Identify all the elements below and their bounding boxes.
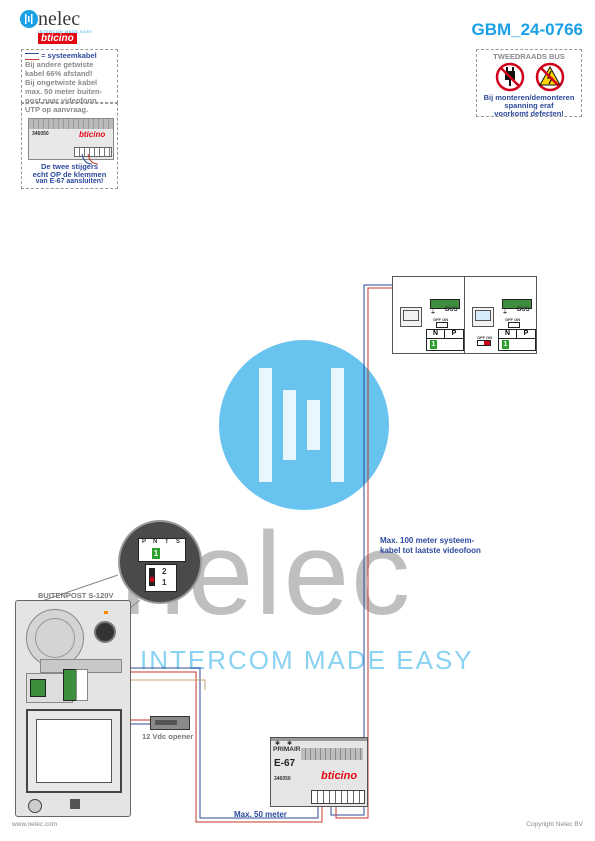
speaker-grille: [26, 609, 84, 667]
switch-1-label: 1: [162, 578, 167, 587]
no-voltage-icon: [535, 62, 565, 92]
outdoor-panel: [15, 600, 131, 817]
terminal-labels: [76, 669, 88, 701]
riser-note-line: van E-67 aansluiten!: [35, 178, 104, 185]
cable-note-line: max. 50 meter buiten-: [25, 87, 103, 96]
terminal-t: T: [165, 539, 169, 545]
terminal-block: [63, 669, 77, 701]
cable-note-title: = systeemkabel: [25, 51, 114, 60]
selected-address: 1: [152, 548, 160, 559]
module-code: 346050: [32, 131, 49, 137]
logo-name: nelec: [38, 8, 81, 30]
bottom-button[interactable]: [28, 799, 42, 813]
footer-website: www.nelec.com: [12, 821, 58, 828]
monitor-unit: BUS ⏚ OFF ON N P 1: [392, 276, 466, 354]
led-indicator: [104, 611, 108, 614]
model-code: 346050: [274, 776, 291, 782]
module-thumbnail: 346050 bticino: [28, 118, 114, 160]
riser-cable-red: [335, 287, 392, 819]
off-on-label: OFF ON: [433, 317, 449, 322]
dip-switch: [508, 322, 520, 328]
monitor-unit: BUS ⏚ OFF ON OFF ON N P 1: [464, 276, 537, 354]
np-box: N P 1: [498, 329, 536, 351]
riser-note-line: echt OP de klemmen: [32, 170, 107, 179]
vent-slots: [301, 748, 363, 760]
monitor-screen: [472, 307, 494, 327]
outdoor-panel-title: BUITENPOST S-120V: [38, 591, 114, 600]
riser-cable-blue: [330, 284, 392, 816]
terminal-p: P: [142, 539, 147, 545]
terminal-s: S: [176, 539, 181, 545]
np-box: N P 1: [426, 329, 464, 351]
n-label: N: [499, 330, 517, 339]
document-code: GBM_24-0766: [471, 20, 583, 39]
cable-note-line: UTP op aanvraag.: [25, 105, 89, 114]
cable-note: = systeemkabel Bij andere getwiste kabel…: [21, 49, 118, 114]
cable-note-line: post naar videofoon.: [25, 96, 99, 105]
dip-switch: [436, 322, 448, 328]
brand-label: bticino: [321, 770, 358, 782]
n-value: 1: [502, 340, 509, 349]
zoom-detail: P N T S 1 2 1: [118, 520, 202, 604]
panel-cable-blue: [75, 667, 319, 819]
primary-tag: PRIMAIR: [273, 746, 301, 753]
n-label: N: [427, 330, 445, 339]
off-on-label: OFF ON: [505, 317, 521, 322]
watermark-tagline: INTERCOM MADE EASY: [140, 645, 474, 675]
distance-100-label: Max. 100 meter systeem- kabel tot laatst…: [380, 536, 481, 555]
p-label: P: [445, 330, 463, 339]
opener-label: 12 Vdc opener: [142, 732, 194, 741]
warning-box: TWEEDRAADS BUS Bij monteren/demonteren s…: [476, 49, 582, 118]
dip-switch-red: [477, 340, 491, 346]
riser-note: 346050 bticino De twee stijgers echt OP …: [21, 103, 118, 189]
watermark-logo-icon: [219, 340, 389, 510]
n-value: 1: [430, 340, 437, 349]
polarity-icon: ⏚: [430, 310, 437, 316]
cable-note-line: Bij andere getwiste: [25, 60, 94, 69]
screw-icon: [70, 799, 80, 809]
zoom-terminal-strip: P N T S 1: [138, 538, 186, 562]
power-supply: ✱ ✱ PRIMAIR E-67 346050 bticino: [270, 737, 368, 807]
module-brand: bticino: [79, 130, 106, 139]
terminal-block: [502, 299, 532, 309]
star-icon: ✱: [275, 741, 281, 747]
bus-label: BUS: [445, 307, 458, 313]
camera-lens: [94, 621, 116, 643]
off-on-label: OFF ON: [477, 335, 493, 340]
star-icon: ✱: [287, 741, 293, 747]
nelec-logo-icon: [20, 10, 38, 28]
monitor-screen: [400, 307, 422, 327]
terminal-block: [430, 299, 460, 309]
footer-copyright: Copyright Nelec BV: [526, 821, 583, 828]
inner-frame: [26, 709, 122, 793]
logo-tagline: INTERCOM MADE EASY: [38, 29, 93, 34]
terminal-n: N: [153, 539, 158, 545]
bus-label: BUS: [517, 307, 530, 313]
panel-cable-red: [75, 671, 323, 823]
riser-wires: [81, 154, 99, 165]
polarity-icon: ⏚: [502, 310, 509, 316]
riser-note-line: De twee stijgers: [40, 162, 99, 171]
nelec-logo: [20, 8, 130, 48]
zoom-switch: 2 1: [145, 564, 177, 592]
cable-note-line: Bij ongetwiste kabel: [25, 78, 98, 87]
switch-2-label: 2: [162, 567, 167, 576]
screw-terminals: [311, 790, 365, 804]
distance-50-label: Max. 50 meter: [234, 810, 287, 819]
warning-title: TWEEDRAADS BUS: [493, 52, 565, 61]
no-plug-icon: [495, 62, 525, 92]
cable-note-line: kabel 66% afstand!: [25, 69, 93, 78]
p-label: P: [517, 330, 535, 339]
warning-text: Bij monteren/demonteren spanning eraf vo…: [483, 93, 575, 118]
door-opener: [150, 716, 190, 730]
model-label: E-67: [274, 758, 296, 769]
logo-brand: bticino: [38, 33, 77, 44]
